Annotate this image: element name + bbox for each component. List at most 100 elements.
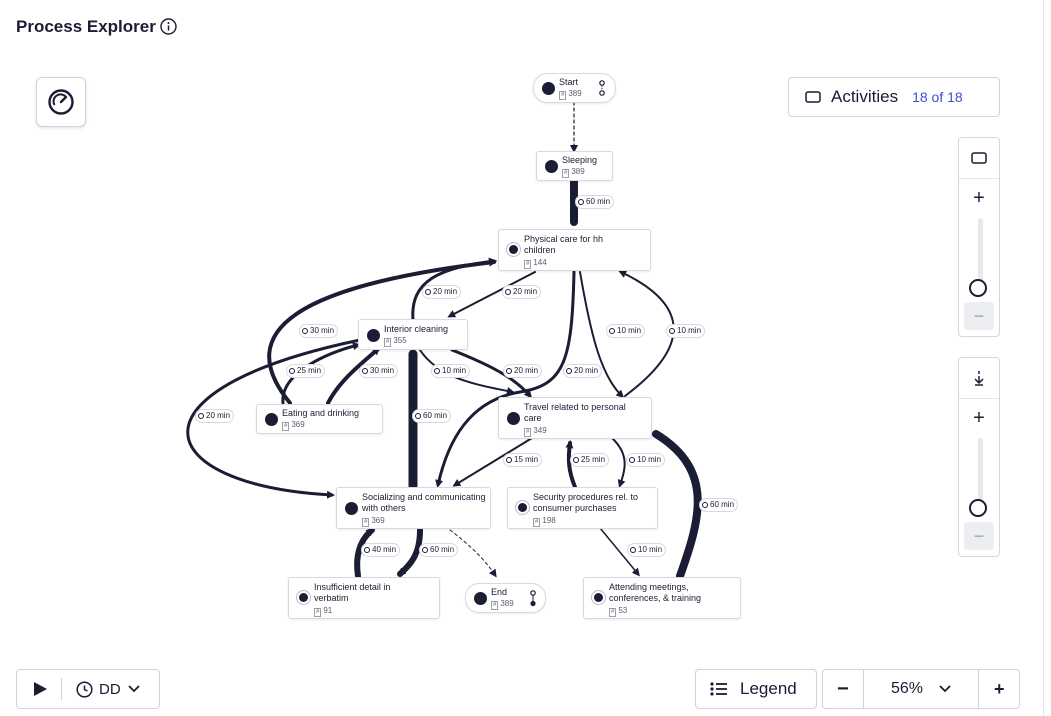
edge-physical-interior <box>447 271 536 318</box>
node-count: #369 <box>362 516 385 527</box>
page-title: Process Explorer <box>16 17 156 36</box>
node-dot <box>545 160 558 173</box>
node-label: Physical care for hh children <box>524 234 604 255</box>
node-label: Socializing and communicating with other… <box>362 492 486 513</box>
node-dot <box>265 413 278 426</box>
edge-physical-socializing <box>435 270 576 488</box>
node-count: #53 <box>609 606 628 617</box>
edge-security-attending <box>599 527 640 577</box>
node-insufficient-detail[interactable]: Insufficient detail in verbatim #91 <box>288 577 440 619</box>
activities-slider-track[interactable] <box>978 218 983 282</box>
node-attending-meetings[interactable]: Attending meetings, conferences, & train… <box>583 577 741 619</box>
paths-slider-thumb[interactable] <box>969 499 987 517</box>
paths-slider-track[interactable] <box>978 438 983 502</box>
node-label: Interior cleaning <box>384 324 449 334</box>
list-icon <box>710 682 727 696</box>
node-dot <box>474 592 487 605</box>
edge-label: 30 min <box>299 324 339 338</box>
edge-label: 60 min <box>419 543 459 557</box>
activities-button[interactable]: Activities 18 of 18 <box>788 77 1000 117</box>
edge-travel-physical <box>618 270 675 397</box>
edge-attending-travel <box>652 430 702 580</box>
node-sleeping[interactable]: Sleeping #389 <box>536 151 613 181</box>
node-dot <box>542 82 555 95</box>
edge-travel-socializing <box>452 437 533 487</box>
chevron-down-icon[interactable] <box>128 685 140 693</box>
edge-label: 60 min <box>575 195 615 209</box>
legend-label: Legend <box>740 679 797 698</box>
play-icon[interactable] <box>31 680 49 698</box>
edge-label: 20 min <box>422 285 462 299</box>
edge-label: 40 min <box>361 543 401 557</box>
node-label: Security procedures rel. to consumer pur… <box>533 492 639 513</box>
paths-decrease-button[interactable]: − <box>964 522 994 550</box>
node-label: Insufficient detail in verbatim <box>314 582 391 603</box>
node-label: Eating and drinking <box>282 408 360 418</box>
node-end[interactable]: End #389 <box>465 583 546 613</box>
paths-increase-button[interactable]: + <box>973 406 985 429</box>
node-label: End <box>491 587 508 597</box>
edge-label: 20 min <box>502 285 542 299</box>
node-dot <box>594 593 603 602</box>
edge-insufficient-socializing <box>354 527 375 579</box>
start-marker-icon <box>599 80 605 96</box>
clock-icon <box>76 680 93 698</box>
activities-slider-thumb[interactable] <box>969 279 987 297</box>
node-count: #144 <box>524 258 547 269</box>
node-count: #349 <box>524 426 547 437</box>
node-dot <box>299 593 308 602</box>
zoom-in-button[interactable]: + <box>978 670 1019 708</box>
node-dot <box>345 502 358 515</box>
zoom-out-button[interactable]: − <box>823 670 864 708</box>
chevron-down-icon <box>939 685 951 693</box>
edge-label: 20 min <box>195 409 235 423</box>
activities-slider-panel: + − <box>958 137 1000 337</box>
node-dot <box>518 503 527 512</box>
edge-security-travel <box>565 440 577 489</box>
path-arrow-icon <box>959 358 999 399</box>
edge-label: 10 min <box>626 453 666 467</box>
node-socializing[interactable]: Socializing and communicating with other… <box>336 487 491 529</box>
divider <box>61 678 62 700</box>
edge-label: 20 min <box>503 364 543 378</box>
node-start[interactable]: Start #389 <box>533 73 616 103</box>
node-label: Start <box>559 77 579 87</box>
activities-decrease-button[interactable]: − <box>964 302 994 330</box>
info-icon[interactable] <box>160 18 177 35</box>
node-count: #389 <box>562 167 585 178</box>
edge-label: 60 min <box>699 498 739 512</box>
edge-eating-interior-b <box>326 347 381 405</box>
panel-divider <box>1043 0 1044 716</box>
activities-count: 18 of 18 <box>912 89 963 105</box>
edge-interior-travel-b <box>450 348 532 399</box>
edge-label: 10 min <box>627 543 667 557</box>
node-travel[interactable]: Travel related to personal care #349 <box>498 397 652 439</box>
node-count: #355 <box>384 336 407 347</box>
edge-label: 10 min <box>431 364 471 378</box>
node-label: Sleeping <box>562 155 598 165</box>
zoom-level-select[interactable]: 56% <box>864 680 979 698</box>
node-dot <box>367 329 380 342</box>
legend-button[interactable]: Legend <box>695 669 817 709</box>
zoom-level: 56% <box>890 680 924 697</box>
node-interior-cleaning[interactable]: Interior cleaning #355 <box>358 319 468 350</box>
edge-label: 25 min <box>286 364 326 378</box>
node-label: Attending meetings, conferences, & train… <box>609 582 702 603</box>
edge-label: 10 min <box>666 324 706 338</box>
node-eating-drinking[interactable]: Eating and drinking #369 <box>256 404 383 434</box>
node-dot <box>509 245 518 254</box>
node-security[interactable]: Security procedures rel. to consumer pur… <box>507 487 658 529</box>
node-count: #198 <box>533 516 556 527</box>
activities-increase-button[interactable]: + <box>973 186 985 209</box>
edge-interior-travel-a <box>419 349 515 395</box>
node-physical-care[interactable]: Physical care for hh children #144 <box>498 229 651 271</box>
node-count: #389 <box>559 89 582 100</box>
time-unit-select[interactable]: DD <box>99 680 121 698</box>
node-dot <box>507 412 520 425</box>
edge-eating-physical <box>267 258 497 405</box>
activity-box-icon <box>959 138 999 179</box>
edge-label: 20 min <box>563 364 603 378</box>
edge-socializing-insufficient <box>397 527 423 577</box>
performance-view-button[interactable] <box>36 77 86 127</box>
